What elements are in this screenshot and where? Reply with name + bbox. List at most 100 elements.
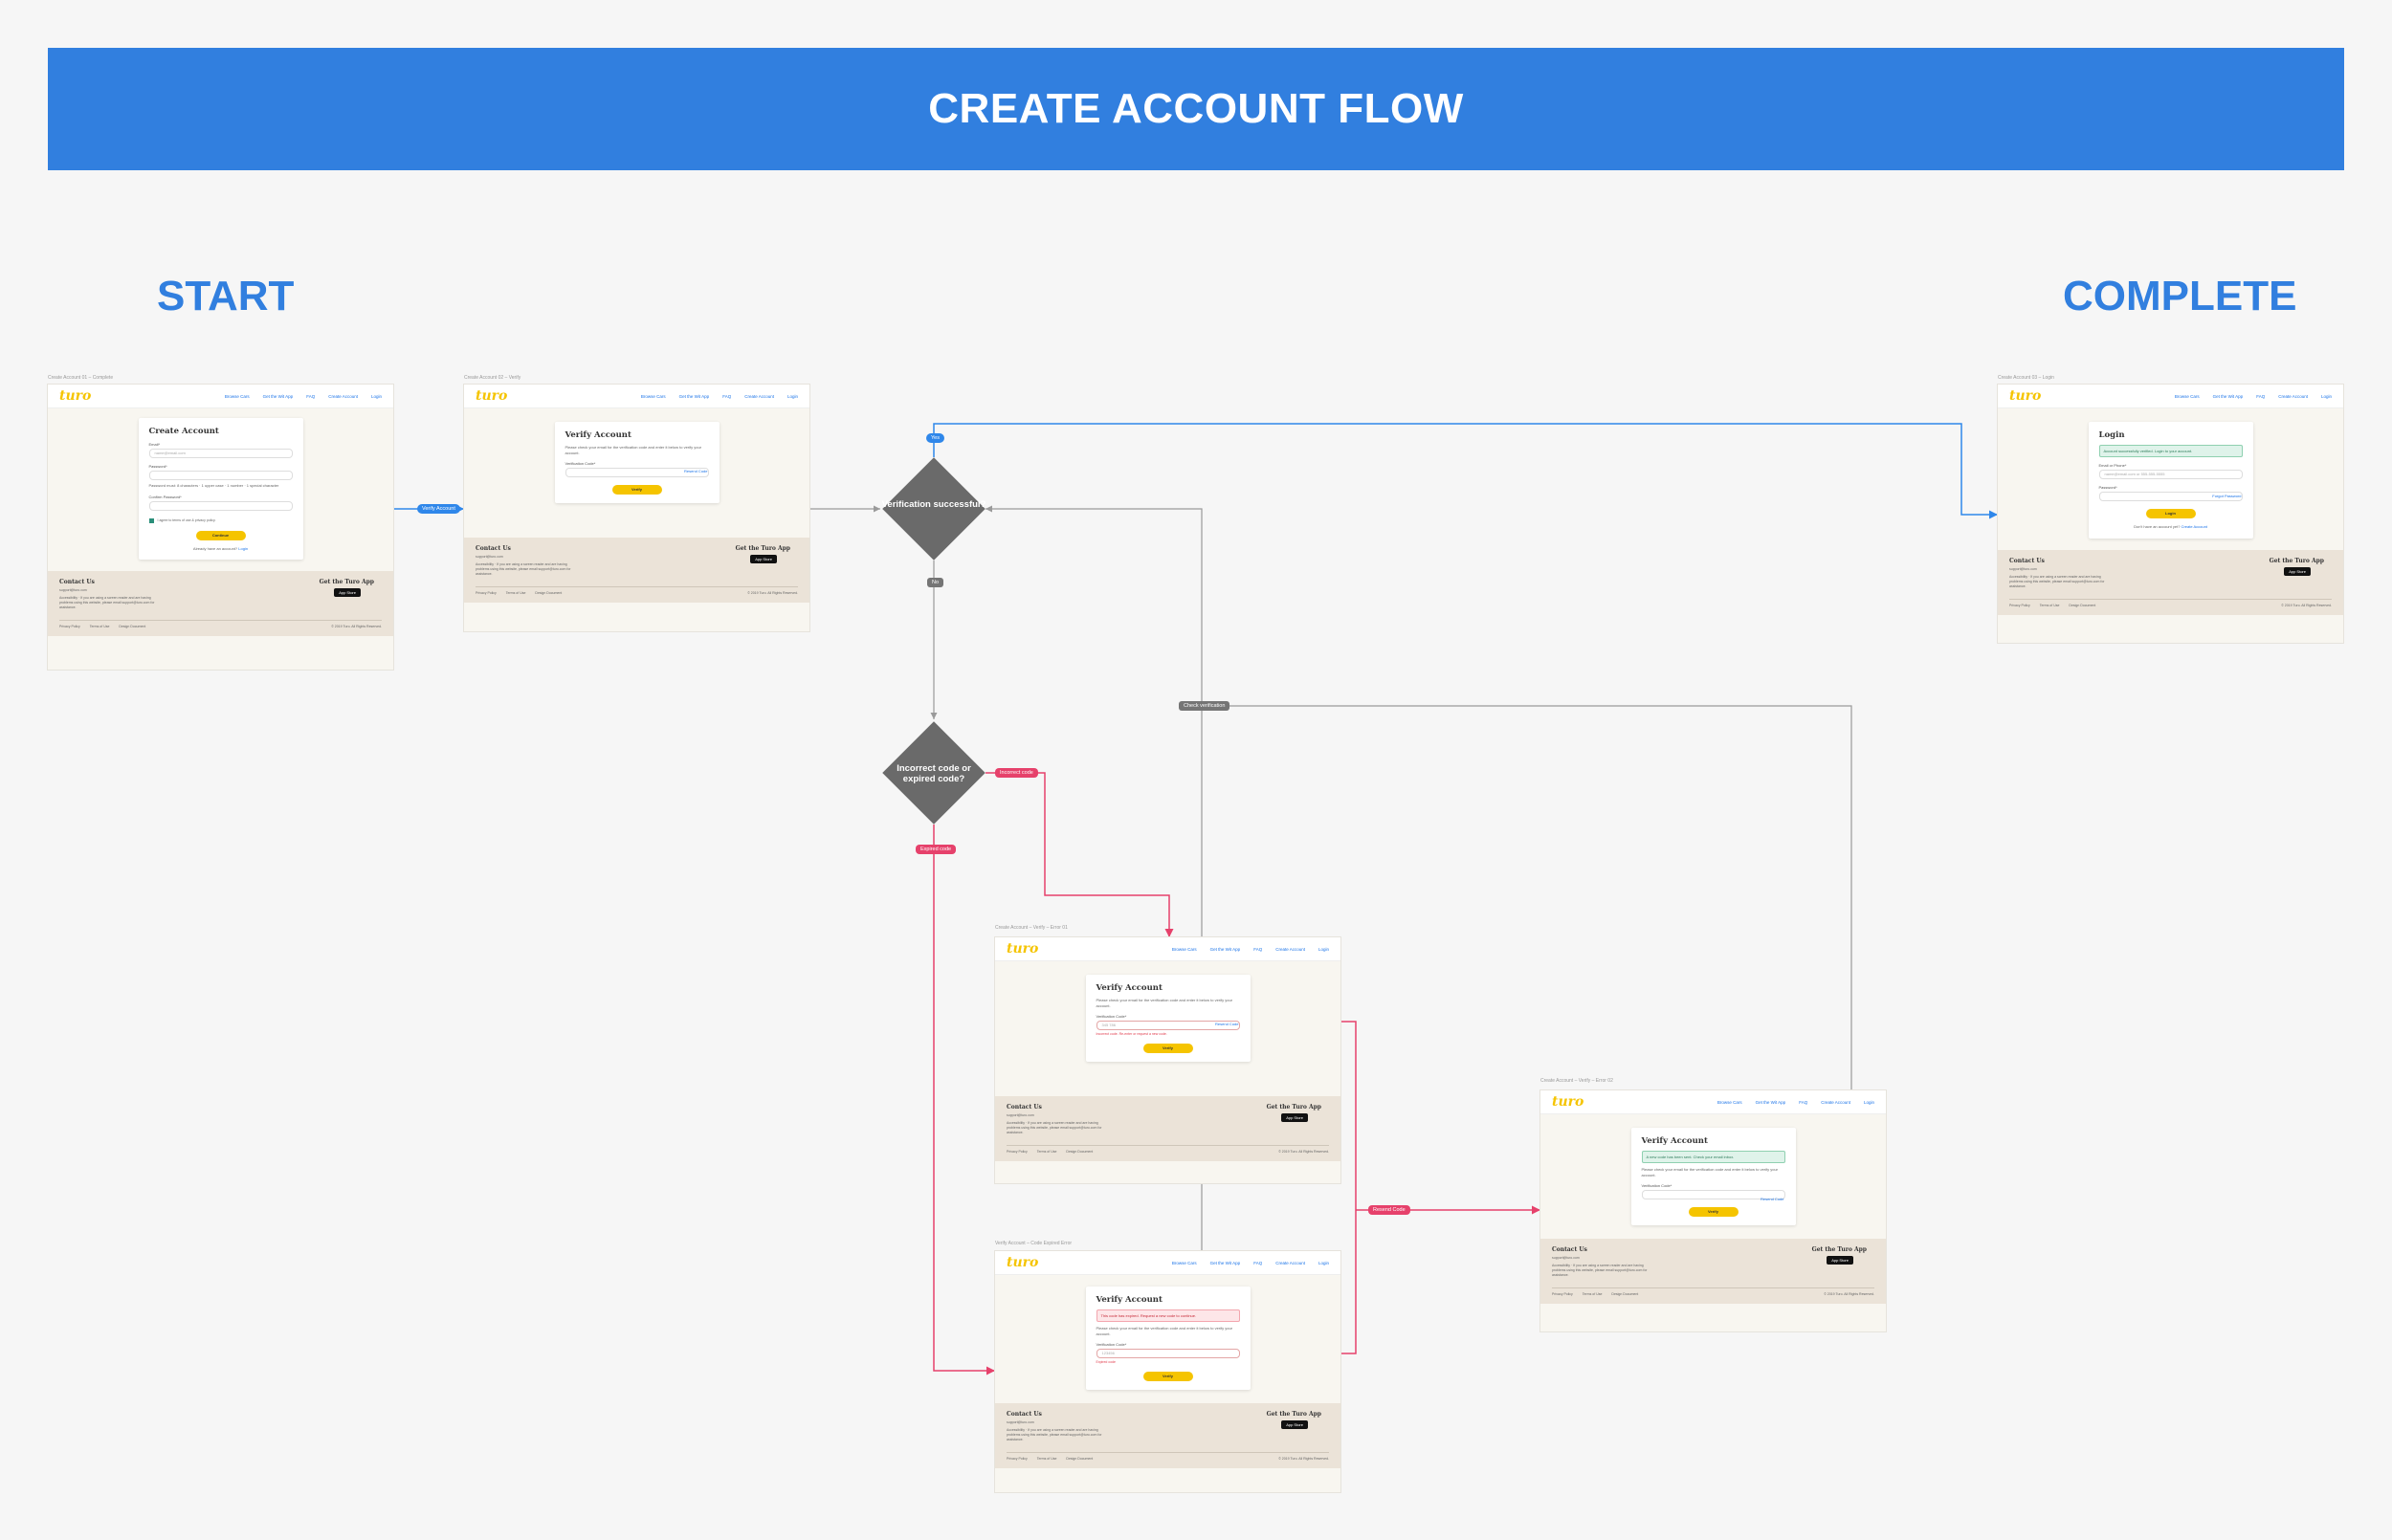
footer-copyright: © 2019 Turo. All Rights Reserved.	[331, 625, 382, 628]
footer-email[interactable]: support@turo.com	[2009, 566, 2037, 571]
nav-get-app[interactable]: Get the Wit App	[678, 393, 710, 399]
verify-button[interactable]: Verify	[1142, 1372, 1193, 1381]
resend-code-link[interactable]: Resend Code	[1215, 1022, 1239, 1026]
login-button[interactable]: Login	[2145, 509, 2196, 518]
nav-login[interactable]: Login	[1863, 1099, 1874, 1105]
nav-get-app[interactable]: Get the Wit App	[1209, 1260, 1241, 1265]
nav-get-app[interactable]: Get the Wit App	[1209, 946, 1241, 952]
login-link[interactable]: Login	[238, 545, 249, 551]
label-yes: Yes	[926, 433, 944, 443]
verify-button[interactable]: Verify	[1142, 1044, 1193, 1053]
app-store-badge[interactable]: App Store	[1827, 1256, 1853, 1265]
footer-design[interactable]: Design Document	[1611, 1292, 1639, 1296]
verify-button[interactable]: Verify	[611, 485, 662, 495]
turo-logo: turo	[1552, 1094, 1584, 1110]
password-field[interactable]	[148, 471, 293, 480]
password-label: Password*	[2098, 485, 2117, 490]
app-store-badge[interactable]: App Store	[1281, 1420, 1308, 1429]
terms-checkbox[interactable]: I agree to terms of use & privacy policy…	[148, 517, 293, 523]
label-incorrect-code: Incorrect code	[995, 768, 1038, 778]
nav-login[interactable]: Login	[370, 393, 382, 399]
footer-privacy[interactable]: Privacy Policy	[2009, 603, 2030, 607]
footer-terms[interactable]: Terms of Use	[2039, 603, 2060, 607]
nav-browse-cars[interactable]: Browse Cars	[2174, 393, 2200, 399]
footer-design[interactable]: Design Document	[2069, 603, 2096, 607]
nav-faq[interactable]: FAQ	[1253, 1260, 1263, 1265]
flow-title: CREATE ACCOUNT FLOW	[928, 85, 1464, 132]
confirm-password-field[interactable]	[148, 500, 293, 511]
nav-create-account[interactable]: Create Account	[1821, 1099, 1850, 1105]
verify-card: Verify Account A new code has been sent.…	[1630, 1128, 1796, 1225]
nav-create-account[interactable]: Create Account	[1275, 1260, 1305, 1265]
nav-create-account[interactable]: Create Account	[328, 393, 358, 399]
footer-design[interactable]: Design Document	[1066, 1457, 1094, 1461]
nav-create-account[interactable]: Create Account	[1275, 946, 1305, 952]
password-field[interactable]	[2098, 492, 2243, 501]
footer-contact-title: Contact Us	[59, 579, 95, 585]
footer-email[interactable]: support@turo.com	[476, 555, 503, 559]
code-field[interactable]	[565, 468, 709, 477]
caption-verify-resent: Create Account – Verify – Error 02	[1540, 1078, 1613, 1084]
nav-get-app[interactable]: Get the Wit App	[2212, 393, 2244, 399]
app-store-badge[interactable]: App Store	[1281, 1113, 1308, 1122]
nav-faq[interactable]: FAQ	[1799, 1099, 1808, 1105]
nav-login[interactable]: Login	[1318, 1260, 1329, 1265]
nav-faq[interactable]: FAQ	[2256, 393, 2266, 399]
footer-privacy[interactable]: Privacy Policy	[476, 591, 497, 595]
nav-login[interactable]: Login	[786, 393, 798, 399]
resend-code-link[interactable]: Resend Code	[1761, 1197, 1784, 1201]
footer-privacy[interactable]: Privacy Policy	[1007, 1150, 1028, 1154]
nav-login[interactable]: Login	[1318, 946, 1329, 952]
nav-browse-cars[interactable]: Browse Cars	[224, 393, 250, 399]
nav-create-account[interactable]: Create Account	[2278, 393, 2308, 399]
create-account-link[interactable]: Create Account	[2181, 524, 2207, 529]
nav-faq[interactable]: FAQ	[722, 393, 732, 399]
label-no: No	[927, 578, 944, 587]
footer-terms[interactable]: Terms of Use	[505, 591, 526, 595]
footer-design[interactable]: Design Document	[535, 591, 563, 595]
footer-terms[interactable]: Terms of Use	[1582, 1292, 1603, 1296]
footer-privacy[interactable]: Privacy Policy	[1552, 1292, 1573, 1296]
nav-browse-cars[interactable]: Browse Cars	[640, 393, 666, 399]
nav-faq[interactable]: FAQ	[1253, 946, 1263, 952]
footer-email[interactable]: support@turo.com	[59, 588, 87, 592]
connector-check-verification	[986, 505, 1203, 1358]
footer-contact-title: Contact Us	[476, 545, 511, 552]
nav-create-account[interactable]: Create Account	[744, 393, 774, 399]
resend-code-link[interactable]: Resend Code	[684, 469, 708, 473]
code-label: Verification Code*	[1641, 1183, 1672, 1188]
footer-email[interactable]: support@turo.com	[1552, 1256, 1580, 1260]
footer-terms[interactable]: Terms of Use	[89, 625, 110, 628]
forgot-password-link[interactable]: Forgot Password	[2212, 494, 2242, 498]
footer-email[interactable]: support@turo.com	[1007, 1420, 1034, 1424]
email-field[interactable]: name@email.com	[148, 449, 293, 458]
verify-button[interactable]: Verify	[1688, 1207, 1739, 1217]
nav-browse-cars[interactable]: Browse Cars	[1171, 946, 1197, 952]
footer-terms[interactable]: Terms of Use	[1036, 1150, 1057, 1154]
nav-faq[interactable]: FAQ	[306, 393, 316, 399]
nav-login[interactable]: Login	[2320, 393, 2332, 399]
card-title: Verify Account	[565, 430, 631, 440]
nav-get-app[interactable]: Get the Wit App	[1755, 1099, 1786, 1105]
app-store-badge[interactable]: App Store	[750, 555, 777, 563]
code-field[interactable]: 123456	[1096, 1349, 1240, 1358]
footer-contact-title: Contact Us	[1552, 1246, 1587, 1253]
code-field[interactable]: 345 786	[1096, 1021, 1240, 1030]
footer-terms[interactable]: Terms of Use	[1036, 1457, 1057, 1461]
footer-note: Accessibility · If you are using a scree…	[2009, 574, 2105, 588]
footer-privacy[interactable]: Privacy Policy	[59, 625, 80, 628]
continue-button[interactable]: Continue	[195, 530, 246, 540]
footer-privacy[interactable]: Privacy Policy	[1007, 1457, 1028, 1461]
code-field[interactable]	[1641, 1190, 1785, 1199]
app-store-badge[interactable]: App Store	[334, 588, 361, 597]
nav-get-app[interactable]: Get the Wit App	[262, 393, 294, 399]
email-field[interactable]: name@email.com or 555-555-5555	[2098, 470, 2243, 479]
verify-instructions: Please check your email for the verifica…	[565, 445, 702, 455]
turo-logo: turo	[476, 388, 508, 404]
footer-email[interactable]: support@turo.com	[1007, 1113, 1034, 1117]
nav-browse-cars[interactable]: Browse Cars	[1716, 1099, 1742, 1105]
footer-design[interactable]: Design Document	[119, 625, 146, 628]
app-store-badge[interactable]: App Store	[2284, 566, 2311, 576]
nav-browse-cars[interactable]: Browse Cars	[1171, 1260, 1197, 1265]
footer-design[interactable]: Design Document	[1066, 1150, 1094, 1154]
